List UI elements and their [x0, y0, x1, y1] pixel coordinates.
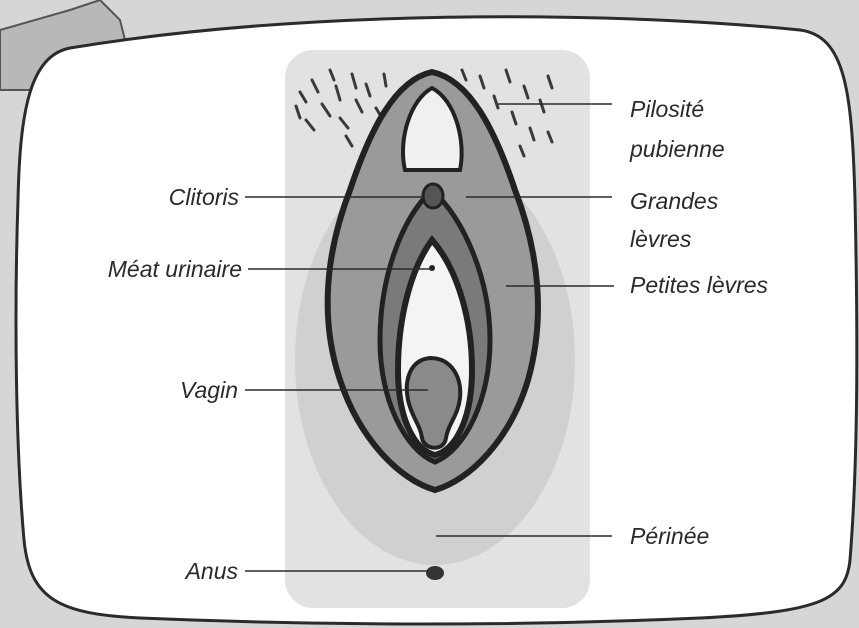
label-pilosite-pubienne: Pilosité pubienne	[630, 89, 725, 169]
label-grandes-levres: Grandes lèvres	[630, 182, 718, 258]
label-anus: Anus	[186, 556, 238, 586]
label-vagin: Vagin	[180, 375, 238, 405]
urethral-meatus	[429, 265, 435, 271]
clitoris-shape	[423, 184, 443, 208]
label-petites-levres: Petites lèvres	[630, 270, 768, 300]
anus-shape	[426, 566, 444, 580]
label-meat-urinaire: Méat urinaire	[108, 254, 242, 284]
label-perinee: Périnée	[630, 521, 709, 551]
label-clitoris: Clitoris	[169, 182, 239, 212]
